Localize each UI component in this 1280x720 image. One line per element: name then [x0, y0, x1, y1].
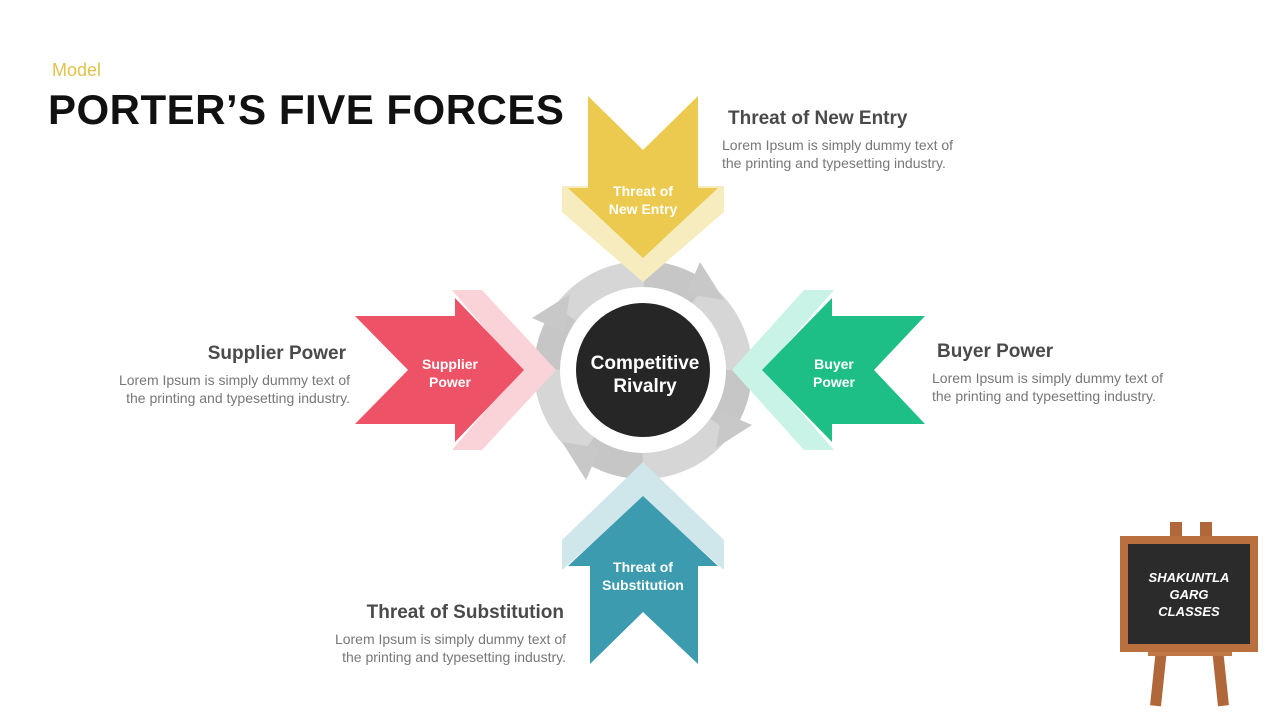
arrow-shadow: [562, 462, 724, 570]
label-desc-line2: the printing and typesetting industry.: [722, 155, 946, 171]
arrow-label-line2: Substitution: [602, 577, 684, 593]
arrow-label-line2: New Entry: [609, 201, 678, 217]
label-heading: Buyer Power: [937, 341, 1054, 362]
cycle-arrowhead-bottom: [562, 442, 600, 480]
arrow-label-line1: Buyer: [814, 356, 854, 372]
easel-top-peg-right: [1200, 522, 1212, 540]
arrow-supplier-power: Supplier Power: [355, 290, 556, 450]
slide-subtitle: Model: [52, 60, 102, 80]
arrow-buyer-power: Buyer Power: [732, 290, 925, 450]
center-label-line1: Competitive: [591, 353, 700, 374]
arrow-body: [355, 298, 524, 442]
label-desc-line2: the printing and typesetting industry.: [342, 649, 566, 665]
center-label-line2: Rivalry: [613, 376, 677, 397]
label-desc-line1: Lorem Ipsum is simply dummy text of: [334, 631, 566, 647]
arrow-label-line1: Threat of: [613, 559, 673, 575]
arrow-label-line2: Power: [429, 374, 472, 390]
label-desc-line2: the printing and typesetting industry.: [126, 390, 350, 406]
label-desc-line1: Lorem Ipsum is simply dummy text of: [118, 372, 350, 388]
label-desc-line1: Lorem Ipsum is simply dummy text of: [932, 370, 1164, 386]
arrow-label-line1: Supplier: [422, 356, 479, 372]
easel-top-peg-left: [1170, 522, 1182, 540]
label-heading: Supplier Power: [207, 343, 346, 364]
label-threat-of-substitution: Threat of Substitution Lorem Ipsum is si…: [266, 602, 566, 666]
label-desc-line2: the printing and typesetting industry.: [932, 388, 1156, 404]
arrow-body: [762, 298, 925, 442]
logo-line3: CLASSES: [1158, 604, 1220, 619]
arrow-body: [568, 96, 718, 258]
cycle-arrowhead-right: [716, 412, 752, 448]
arrow-threat-of-new-entry: Threat of New Entry: [562, 96, 724, 282]
logo-line1: SHAKUNTLA: [1149, 570, 1230, 585]
cycle-arrowhead-left: [532, 294, 570, 332]
arrow-label-line2: Power: [813, 374, 856, 390]
arrow-body: [568, 496, 718, 664]
board-surface: [1128, 544, 1250, 644]
label-heading: Threat of New Entry: [728, 108, 908, 129]
label-supplier-power: Supplier Power Lorem Ipsum is simply dum…: [50, 343, 350, 407]
label-desc-line1: Lorem Ipsum is simply dummy text of: [722, 137, 954, 153]
logo-line2: GARG: [1170, 587, 1209, 602]
slide-title: PORTER’S FIVE FORCES: [48, 86, 565, 133]
logo-chalkboard: SHAKUNTLA GARG CLASSES: [1120, 522, 1258, 707]
arrow-threat-of-substitution: Threat of Substitution: [562, 462, 724, 664]
arrow-shadow: [732, 290, 834, 450]
label-buyer-power: Buyer Power Lorem Ipsum is simply dummy …: [932, 341, 1232, 405]
label-heading: Threat of Substitution: [366, 602, 564, 623]
cycle-arrowhead-top: [686, 262, 724, 300]
center-competitive-rivalry: Competitive Rivalry: [567, 294, 719, 446]
arrow-label-line1: Threat of: [613, 183, 673, 199]
arrow-shadow: [452, 290, 556, 450]
label-threat-of-new-entry: Threat of New Entry Lorem Ipsum is simpl…: [722, 108, 1022, 172]
